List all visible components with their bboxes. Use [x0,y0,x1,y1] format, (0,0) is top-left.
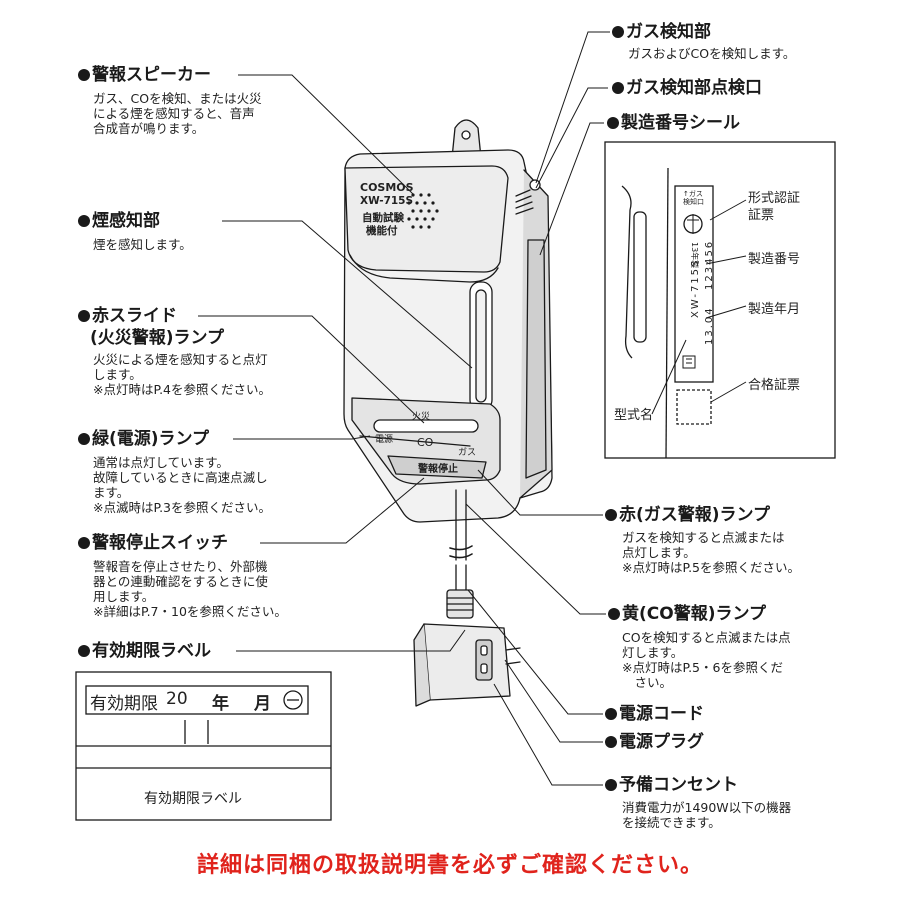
desc-smoke-sensor: 煙を感知します。 [93,237,192,252]
device-feature-line2: 機能付 [366,225,398,237]
device-feature-line1: 自動試験 [362,212,404,224]
footer-notice: 詳細は同梱の取扱説明書を必ずご確認ください。 [196,853,703,878]
bullet-icon [78,69,90,81]
seal-model-text: XW-715S [690,258,701,318]
label-green-lamp: 緑(電源)ランプ [78,429,209,449]
bullet-icon [605,736,617,748]
desc-gas-sensor: ガスおよびCOを検知します。 [628,46,796,61]
expiry-year-value: 20 [166,689,188,709]
expiry-caption: 有効期限ラベル [144,791,242,807]
seal-serial-number-label: 製造番号 [748,252,801,267]
desc-stop-switch: 警報音を停止させたり、外部機 器との連動確認をするときに使 用します。 ※詳細は… [93,559,287,619]
label-serial-seal: 製造番号シール [607,113,740,133]
bullet-icon [608,608,620,620]
seal-type-cert: 形式認証 証票 [748,191,801,223]
bullet-icon [78,215,90,227]
seal-gas-port-label: ↑ガス 検知口 [683,190,704,206]
lamp-co-label: CO [417,436,434,449]
desc-red-gas-lamp: ガスを検知すると点滅または 点灯します。 ※点灯時はP.5を参照ください。 [622,530,800,575]
speaker-grill [407,193,439,229]
device-brand: COSMOS [360,181,414,194]
label-gas-sensor: ガス検知部 [612,22,711,42]
desc-yellow-co-lamp: COを検知すると点滅または点 灯します。 ※点灯時はP.5・6を参照くだ さい。 [622,630,791,690]
label-gas-check-port: ガス検知部点検口 [612,78,762,98]
bullet-icon [605,708,617,720]
label-stop-switch: 警報停止スイッチ [78,533,228,553]
lamp-fire-label: 火災 [412,412,431,422]
seal-pass-cert: 合格証票 [748,378,801,393]
expiry-month-unit: 月 [254,694,271,714]
label-red-slide-lamp-line2: (火災警報)ランプ [90,328,225,348]
seal-model-name-label: 型式名 [614,408,654,423]
lamp-power-label: 電源 [375,435,394,445]
stop-switch-label: 警報停止 [418,464,458,475]
bullet-icon [605,509,617,521]
bullet-icon [607,117,619,129]
label-speaker: 警報スピーカー [78,65,211,85]
expiry-label-inset [75,671,332,821]
serial-seal-inset [604,141,836,459]
label-yellow-co-lamp: 黄(CO警報)ランプ [608,604,766,624]
bullet-icon [78,310,90,322]
leader-lines [198,31,747,786]
bullet-icon [605,779,617,791]
desc-green-lamp: 通常は点灯しています。 故障しているときに高速点滅し ます。 ※点滅時はP.3を… [93,455,271,515]
bullet-icon [78,537,90,549]
label-smoke-sensor: 煙感知部 [78,211,160,231]
gas-sensor-vents [515,179,541,215]
label-red-gas-lamp: 赤(ガス警報)ランプ [605,505,770,525]
label-spare-outlet: 予備コンセント [605,775,738,795]
bullet-icon [612,26,624,38]
label-power-cord: 電源コード [605,704,704,724]
spare-outlet [475,639,493,681]
smoke-sensor-rim [349,254,499,283]
label-red-slide-lamp: 赤スライド [78,306,177,326]
bullet-icon [78,433,90,445]
desc-red-slide-lamp: 火災による煙を感知すると点灯 します。 ※点灯時はP.4を参照ください。 [93,352,271,397]
desc-spare-outlet: 消費電力が1490W以下の機器 を接続できます。 [622,800,792,830]
expiry-year-unit: 年 [212,694,229,714]
bullet-icon [78,645,90,657]
label-power-plug: 電源プラグ [605,732,704,752]
lamp-gas-label: ガス [458,448,477,458]
label-expiry-label: 有効期限ラベル [78,641,211,661]
alarm-stop-switch [387,455,487,479]
device-model: XW-715S [360,195,414,207]
expiry-text-prefix: 有効期限 [90,694,158,714]
seal-manufacture-date-label: 製造年月 [748,302,801,317]
seal-serial-text: 123456 [704,239,715,290]
desc-speaker: ガス、COを検知、または火災 による煙を感知すると、音声 合成音が鳴ります。 [93,91,262,136]
bullet-icon [612,82,624,94]
seal-date-text: 13.04 [704,306,715,345]
